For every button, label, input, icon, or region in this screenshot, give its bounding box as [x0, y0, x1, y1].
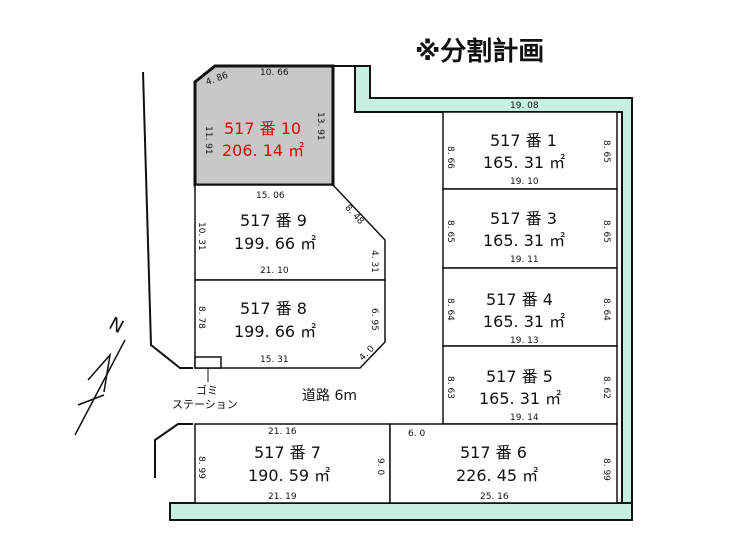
lot-3-dim-south: 19. 11	[510, 255, 539, 265]
lot-5-area: 165. 31 ㎡	[479, 389, 561, 408]
north-arrow-icon	[74, 339, 126, 436]
lot-1-dim-north: 19. 08	[510, 101, 539, 111]
lot-9-dim-west: 10. 31	[196, 222, 206, 251]
lot-4-dim-west: 8. 64	[445, 298, 455, 321]
lot-4-area: 165. 31 ㎡	[483, 312, 565, 331]
west-boundary-line	[142, 71, 193, 369]
lot-8-dim-south: 15. 31	[260, 355, 289, 365]
lot-6-dim-north: 6. 0	[408, 429, 425, 439]
garbage-station-box	[194, 356, 222, 369]
lot-10-dim-east: 13. 91	[315, 112, 325, 141]
lot-10-dim-west: 11. 91	[203, 126, 213, 155]
lot-4-label: 517 番 4	[486, 290, 553, 309]
garbage-station-label-1: ゴミ	[196, 383, 218, 397]
lot-8-dim-east: 6. 95	[369, 308, 379, 331]
lot-7-dim-south: 21. 19	[268, 492, 297, 502]
lot-9-label: 517 番 9	[240, 211, 307, 230]
lot-10-dim-north: 10. 66	[260, 68, 289, 78]
lot-3-dim-west: 8. 65	[445, 220, 455, 243]
road-label: 道路 6m	[302, 388, 357, 404]
lot-10-dim-south: 15. 06	[256, 191, 285, 201]
lot-7-label: 517 番 7	[254, 443, 321, 462]
lot-4-dim-south: 19. 13	[510, 336, 539, 346]
lot-3-dim-east: 8. 65	[601, 220, 611, 243]
garbage-station-label-2: ステーション	[172, 398, 238, 411]
lot-5-dim-east: 8. 62	[601, 376, 611, 399]
lot-10-area: 206. 14 ㎡	[222, 141, 304, 160]
lot-6-dim-south: 25. 16	[480, 492, 509, 502]
lot-6-dim-east: 8. 99	[601, 458, 611, 481]
lot-1-dim-south: 19. 10	[510, 177, 539, 187]
lot-7-dim-west: 8. 99	[196, 456, 206, 479]
north-label: N	[105, 313, 127, 338]
lot-9-dim-east: 4. 31	[369, 250, 379, 273]
lot-1-dim-west: 8. 66	[445, 146, 455, 169]
lot-9-area: 199. 66 ㎡	[234, 234, 316, 253]
plan-title: ※分割計画	[415, 36, 544, 67]
lot-1-label: 517 番 1	[490, 131, 557, 150]
green-strip-south	[169, 502, 633, 521]
lot-1-area: 165. 31 ㎡	[483, 153, 565, 172]
lot-7-dim-north: 21. 16	[268, 427, 297, 437]
lot-6-area: 226. 45 ㎡	[456, 466, 538, 485]
lot-8-dim-west: 8. 78	[196, 306, 206, 329]
lot-8-parcel	[194, 279, 386, 369]
lot-3-label: 517 番 3	[490, 209, 557, 228]
lot-9-parcel	[194, 184, 386, 281]
lot-6-parcel	[389, 423, 618, 504]
lot-9-dim-south: 21. 10	[260, 266, 289, 276]
lot-5-dim-west: 8. 63	[445, 376, 455, 399]
lot-5-label: 517 番 5	[486, 367, 553, 386]
lot-4-dim-east: 8. 64	[601, 298, 611, 321]
lot-5-dim-south: 19. 14	[510, 413, 539, 423]
lot-8-label: 517 番 8	[240, 299, 307, 318]
lot-7-dim-east: 9. 0	[375, 458, 385, 475]
lot-8-area: 199. 66 ㎡	[234, 322, 316, 341]
lot-1-dim-east: 8. 65	[601, 140, 611, 163]
lot-6-label: 517 番 6	[460, 443, 527, 462]
lot-10-label: 517 番 10	[224, 119, 301, 138]
sw-boundary-line	[154, 423, 193, 478]
lot-7-area: 190. 59 ㎡	[248, 466, 330, 485]
lot-3-area: 165. 31 ㎡	[483, 231, 565, 250]
